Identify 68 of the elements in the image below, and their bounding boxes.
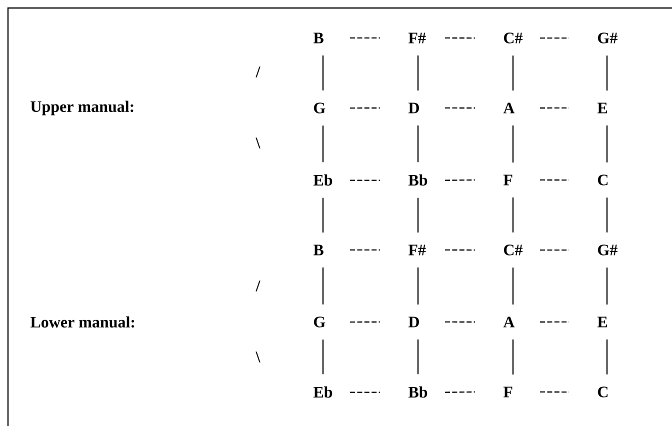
note-name: Eb	[313, 174, 332, 186]
label: Lower manual:	[30, 316, 134, 328]
note-name: G#	[598, 32, 618, 44]
connector-line	[512, 339, 514, 375]
connector-line	[417, 339, 419, 374]
connector-line	[445, 179, 476, 181]
note-name: Bb	[408, 386, 428, 398]
connector-line	[540, 249, 569, 251]
connector-line	[512, 125, 514, 163]
connector-line	[540, 391, 569, 393]
note-name: B	[313, 32, 324, 44]
label: /	[256, 280, 260, 292]
connector-line	[445, 321, 475, 323]
note-name: C	[598, 174, 608, 186]
connector-line	[445, 391, 476, 393]
note-name: G	[314, 316, 326, 328]
connector-line	[417, 125, 419, 162]
label: /	[256, 66, 260, 78]
note-name: B	[313, 244, 324, 256]
connector-line	[445, 37, 475, 39]
connector-line	[350, 392, 380, 393]
connector-line	[512, 197, 514, 232]
connector-line	[322, 267, 324, 304]
note-name: A	[503, 102, 515, 114]
connector-line	[540, 321, 569, 323]
note-name: A	[503, 316, 515, 328]
note-name: C#	[504, 244, 523, 256]
connector-line	[606, 198, 608, 232]
note-name: E	[597, 102, 608, 114]
connector-line	[606, 56, 608, 91]
connector-line	[540, 107, 569, 109]
connector-line	[540, 37, 569, 39]
note-name: G	[314, 102, 326, 114]
label: \	[256, 138, 260, 148]
connector-line	[350, 107, 380, 109]
connector-line	[322, 126, 324, 162]
note-name: F	[503, 174, 512, 186]
note-name: E	[597, 316, 608, 328]
connector-line	[350, 180, 380, 181]
note-name: F#	[408, 244, 426, 256]
note-name: Eb	[313, 386, 332, 398]
note-name: D	[408, 316, 419, 328]
connector-line	[350, 249, 380, 251]
connector-line	[417, 198, 419, 233]
note-name: G#	[598, 244, 618, 256]
connector-line	[606, 268, 608, 305]
note-name: D	[408, 102, 419, 114]
connector-line	[445, 249, 475, 251]
connector-line	[322, 340, 324, 374]
connector-line	[350, 37, 380, 39]
connector-line	[512, 268, 514, 305]
label: \	[256, 352, 260, 362]
note-name: F#	[408, 32, 426, 44]
connector-line	[350, 321, 380, 323]
connector-line	[322, 55, 324, 90]
note-name: Bb	[408, 174, 428, 186]
connector-line	[417, 55, 419, 91]
connector-line	[606, 339, 608, 374]
connector-line	[540, 179, 569, 181]
note-name: F	[503, 386, 512, 398]
connector-line	[322, 198, 324, 233]
connector-line	[606, 125, 608, 162]
label: Upper manual:	[30, 100, 134, 116]
connector-line	[417, 267, 419, 305]
connector-line	[445, 107, 475, 109]
note-name: C	[598, 386, 608, 398]
connector-line	[512, 56, 514, 91]
note-name: C#	[504, 32, 523, 44]
